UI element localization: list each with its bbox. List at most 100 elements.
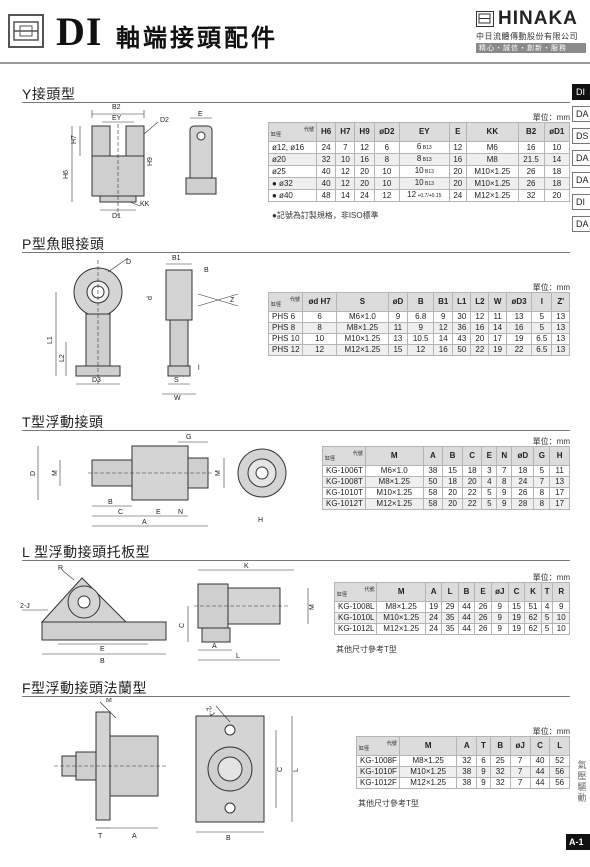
- col-header: C: [461, 446, 483, 466]
- table-cell: 12: [448, 141, 468, 154]
- p-dim-b1: B1: [172, 255, 181, 262]
- note-l: 其他尺寸參考T型: [336, 645, 397, 654]
- table-cell: 9: [496, 487, 513, 499]
- table-cell: 20: [470, 333, 490, 345]
- t-dim-c: C: [118, 509, 123, 516]
- side-tab-3[interactable]: DA: [572, 150, 590, 166]
- table-cell: M8×1.25: [376, 601, 426, 613]
- page-title-code: DI: [56, 9, 103, 54]
- unit-label-l: 單位：mm: [532, 573, 570, 582]
- table-corner: 代號缸徑: [268, 122, 317, 142]
- table-cell: 12: [470, 311, 490, 323]
- table-cell: M10×1.25: [466, 177, 519, 190]
- table-cell: 50: [422, 476, 444, 488]
- table-cell: 8: [373, 153, 401, 166]
- col-header: B: [457, 582, 476, 602]
- table-cell: KG-1006T: [322, 465, 366, 477]
- table-cell: 20: [354, 165, 375, 178]
- table-cell: M6×1.0: [364, 465, 424, 477]
- table-cell: 20: [461, 476, 483, 488]
- table-cell: ● ø40: [268, 189, 317, 202]
- t-dim-n: N: [178, 509, 183, 516]
- side-tab-5[interactable]: DI: [572, 194, 590, 210]
- side-tab-0[interactable]: DI: [572, 84, 590, 100]
- f-dim-b: B: [226, 835, 231, 840]
- table-cell: 24: [354, 189, 375, 202]
- col-header: A: [422, 446, 444, 466]
- col-header: B: [442, 446, 463, 466]
- table-cell: 8: [301, 322, 338, 334]
- table-cell: KG-1008L: [333, 601, 378, 613]
- side-tab-2[interactable]: DS: [572, 128, 590, 144]
- table-cell: ● ø32: [268, 177, 317, 190]
- page-header: DI 軸端接頭配件 HINAKA 中日流體傳動股份有限公司 精心‧誠信‧創新‧服…: [0, 0, 590, 62]
- table-cell: 9: [490, 623, 509, 635]
- table-cell: 5: [531, 322, 553, 334]
- p-dim-w: W: [174, 395, 181, 402]
- table-cell: 6: [476, 755, 491, 767]
- side-tab-1[interactable]: DA: [572, 106, 590, 122]
- p-joint-drawing: D B1 B d Z L1 L2 D3 S W l: [47, 255, 239, 402]
- table-cell: 6: [373, 141, 401, 154]
- table-cell: 18: [543, 165, 571, 178]
- table-cell: 62: [524, 612, 542, 624]
- table-cell: 8: [533, 487, 551, 499]
- table-cell: 9: [476, 777, 491, 789]
- table-cell: M12×1.25: [336, 344, 389, 356]
- table-cell: 10: [301, 333, 338, 345]
- table-cell: M10×1.25: [336, 333, 389, 345]
- table-cell: M8×1.25: [398, 755, 458, 767]
- table-cell: M12×1.25: [364, 498, 424, 510]
- table-cell: PHS 6: [268, 311, 303, 323]
- col-header: N: [496, 446, 513, 466]
- table-cell: 16: [505, 322, 533, 334]
- side-tab-4[interactable]: DA: [572, 172, 590, 188]
- table-cell: 13: [549, 476, 570, 488]
- table-cell: 7: [496, 465, 513, 477]
- t-dim-h: H: [258, 517, 263, 524]
- table-cell: 8: [533, 498, 551, 510]
- page-title: 軸端接頭配件: [116, 25, 278, 52]
- table-cell: M6×1.0: [336, 311, 389, 323]
- table-cell: M10×1.25: [466, 165, 519, 178]
- table-cell: KG-1010F: [356, 766, 400, 778]
- table-cell: 10: [552, 623, 570, 635]
- col-header: M: [398, 736, 458, 756]
- table-cell: 9: [552, 601, 570, 613]
- col-header: C: [507, 582, 526, 602]
- brand-company: 中日流體傳動股份有限公司: [476, 32, 578, 41]
- p-dim-d: D: [126, 259, 131, 266]
- col-header: H7: [335, 122, 356, 142]
- table-cell: 13: [505, 311, 533, 323]
- t-joint-drawing: G D M B C E N A M H: [30, 434, 287, 527]
- table-cell: 8 B13: [399, 153, 450, 166]
- col-header: øD2: [373, 122, 401, 142]
- page-tab[interactable]: A-1: [566, 834, 590, 850]
- table-cell: 24: [424, 623, 443, 635]
- table-cell: M10×1.25: [398, 766, 458, 778]
- unit-label-p: 單位：mm: [532, 283, 570, 292]
- table-cell: 10: [543, 141, 571, 154]
- table-cell: 58: [422, 498, 444, 510]
- l-dim-c: C: [179, 623, 186, 628]
- table-cell: 26: [517, 177, 545, 190]
- table-cell: 18: [543, 177, 571, 190]
- p-dim-d-small: d: [147, 296, 154, 300]
- table-cell: PHS 8: [268, 322, 303, 334]
- table-cell: 26: [474, 612, 492, 624]
- table-cell: 11: [488, 311, 507, 323]
- table-cell: 25: [489, 755, 511, 767]
- table-cell: M10×1.25: [364, 487, 424, 499]
- f-dim-l: L: [293, 768, 300, 772]
- side-tab-6[interactable]: DA: [572, 216, 590, 232]
- table-cell: 10: [552, 612, 570, 624]
- p-dim-s: S: [174, 377, 179, 384]
